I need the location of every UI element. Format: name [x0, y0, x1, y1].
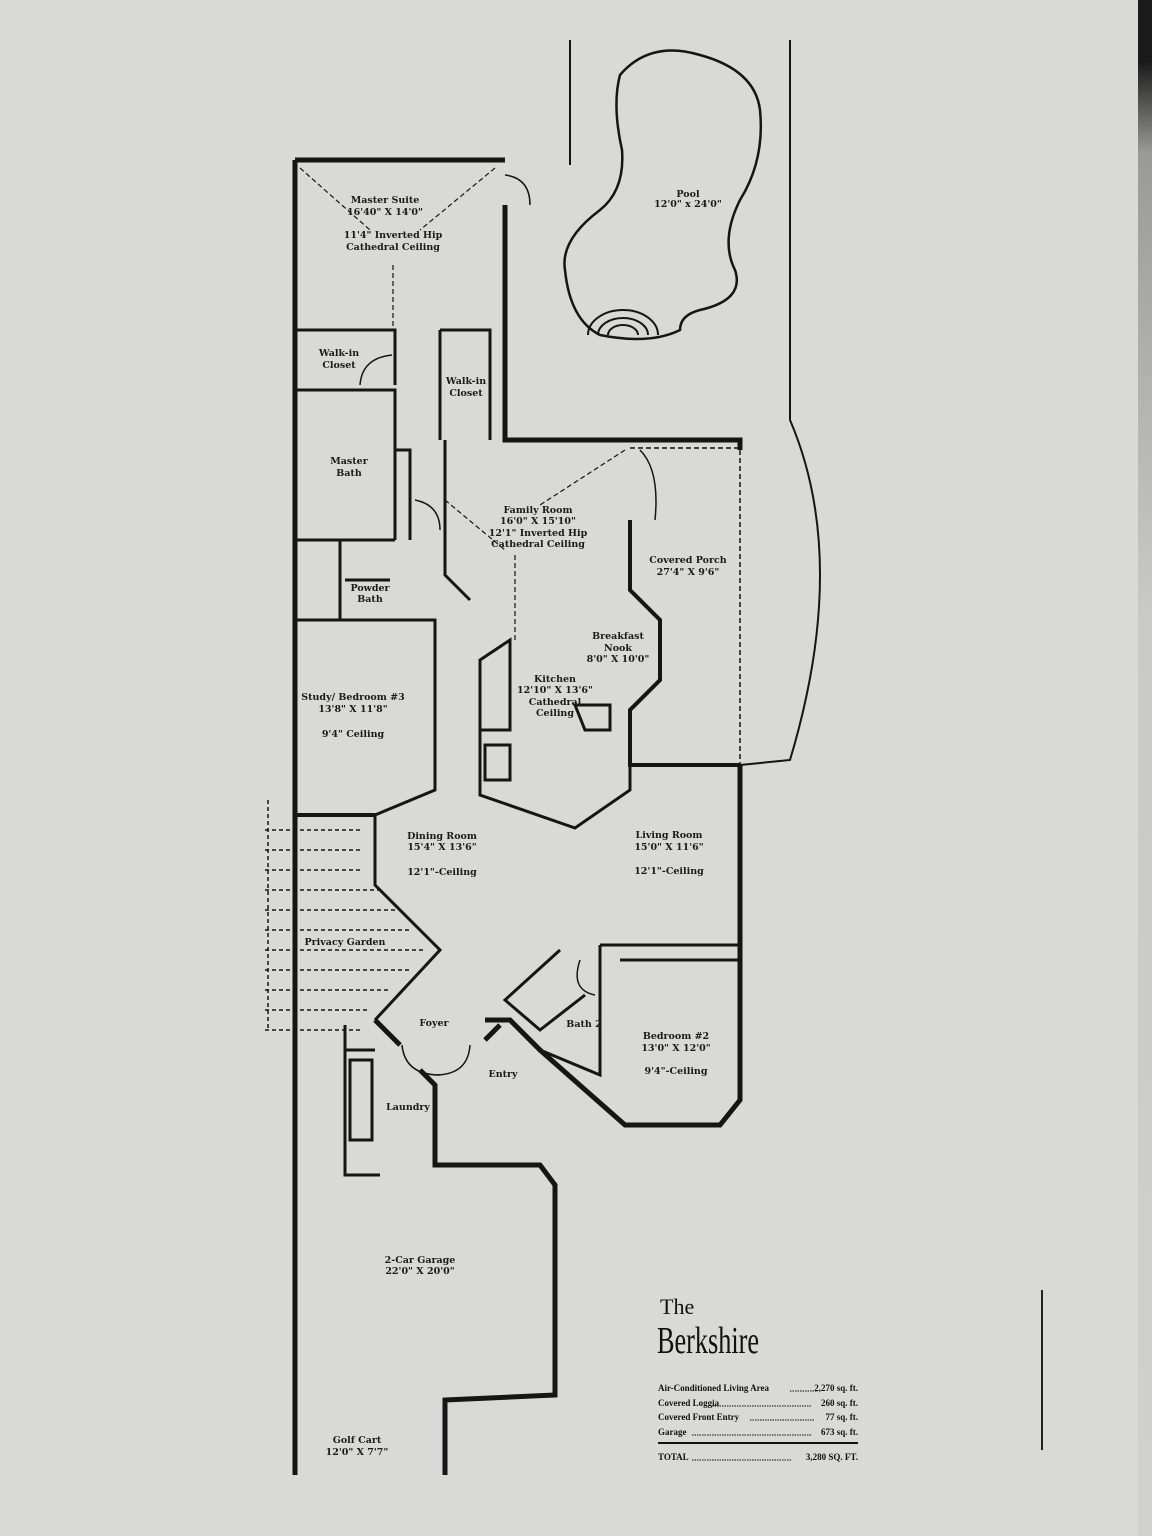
- family-room-wall: [443, 440, 472, 602]
- svg-text:Kitchen: Kitchen: [534, 674, 576, 685]
- svg-text:12'0" X 7'7": 12'0" X 7'7": [326, 1447, 389, 1458]
- master-bath-label: Master Bath: [330, 456, 368, 479]
- lot-line: [569, 40, 821, 766]
- svg-text:13'0" X 12'0": 13'0" X 12'0": [641, 1043, 710, 1054]
- svg-text:Cathedral: Cathedral: [529, 697, 582, 708]
- svg-text:260 sq. ft.: 260 sq. ft.: [821, 1398, 858, 1408]
- svg-text:Nook: Nook: [604, 643, 632, 654]
- powder-bath-label: Powder Bath: [350, 583, 390, 605]
- svg-text:Bath: Bath: [336, 468, 362, 479]
- privacy-garden-label: Privacy Garden: [305, 937, 386, 948]
- svg-text:12'1"-Ceiling: 12'1"-Ceiling: [634, 866, 704, 877]
- area-row: Air-Conditioned Living Area 2,270 sq. ft…: [658, 1383, 858, 1393]
- plan-logo: The Berkshire: [657, 1294, 759, 1362]
- svg-text:8'0" X 10'0": 8'0" X 10'0": [587, 654, 650, 665]
- svg-text:27'4" X 9'6": 27'4" X 9'6": [657, 567, 720, 578]
- study-bedroom-3-label: Study/ Bedroom #3 13'8" X 11'8" 9'4" Cei…: [301, 692, 404, 740]
- entry-label: Entry: [488, 1069, 518, 1080]
- svg-text:Bath: Bath: [357, 594, 383, 605]
- area-row: Garage 673 sq. ft.: [658, 1427, 858, 1437]
- svg-text:12'1"-Ceiling: 12'1"-Ceiling: [407, 867, 477, 878]
- svg-text:Powder: Powder: [350, 583, 390, 594]
- area-row: Covered Front Entry 77 sq. ft.: [658, 1412, 858, 1422]
- golf-cart-label: Golf Cart 12'0" X 7'7": [326, 1435, 389, 1458]
- svg-text:16'40" X 14'0": 16'40" X 14'0": [347, 207, 423, 218]
- svg-text:11'4" Inverted Hip: 11'4" Inverted Hip: [344, 230, 443, 241]
- svg-text:22'0" X 20'0": 22'0" X 20'0": [385, 1266, 454, 1277]
- total-row: TOTAL 3,280 SQ. FT.: [658, 1452, 858, 1462]
- svg-text:Master: Master: [330, 456, 368, 467]
- svg-text:3,280 SQ. FT.: 3,280 SQ. FT.: [806, 1452, 858, 1462]
- svg-text:The: The: [660, 1294, 694, 1319]
- svg-text:TOTAL: TOTAL: [658, 1452, 689, 1462]
- living-room-label: Living Room 15'0" X 11'6" 12'1"-Ceiling: [634, 830, 704, 877]
- family-room-label: Family Room 16'0" X 15'10" 12'1" Inverte…: [489, 505, 588, 550]
- svg-text:Closet: Closet: [449, 388, 483, 399]
- svg-text:Cathedral Ceiling: Cathedral Ceiling: [491, 539, 585, 550]
- svg-text:Berkshire: Berkshire: [657, 1320, 759, 1362]
- svg-text:Breakfast: Breakfast: [592, 631, 644, 642]
- ceiling-hip-lines: [299, 167, 626, 640]
- svg-text:Study/ Bedroom #3: Study/ Bedroom #3: [301, 692, 404, 703]
- svg-text:Dining Room: Dining Room: [407, 831, 477, 842]
- svg-text:Pool: Pool: [676, 189, 700, 200]
- svg-text:673 sq. ft.: 673 sq. ft.: [821, 1427, 858, 1437]
- breakfast-nook-label: Breakfast Nook 8'0" X 10'0": [587, 631, 650, 665]
- svg-text:Cathedral Ceiling: Cathedral Ceiling: [346, 242, 440, 253]
- svg-text:Ceiling: Ceiling: [536, 708, 574, 719]
- walk-in-closet-1-label: Walk-in Closet: [318, 348, 359, 371]
- svg-text:Bedroom #2: Bedroom #2: [643, 1031, 709, 1042]
- svg-text:Golf Cart: Golf Cart: [333, 1435, 382, 1446]
- pool-label: Pool 12'0" x 24'0": [654, 189, 722, 210]
- svg-text:12'10" X 13'6": 12'10" X 13'6": [517, 685, 593, 696]
- svg-text:Walk-in: Walk-in: [318, 348, 359, 359]
- foyer-label: Foyer: [419, 1018, 449, 1029]
- privacy-garden-hatch: [265, 800, 425, 1031]
- svg-text:12'0" x 24'0": 12'0" x 24'0": [654, 199, 722, 210]
- svg-text:Covered Front Entry: Covered Front Entry: [658, 1412, 740, 1422]
- svg-text:2,270 sq. ft.: 2,270 sq. ft.: [814, 1383, 858, 1393]
- kitchen-counter: [478, 637, 632, 830]
- svg-text:Family Room: Family Room: [503, 505, 572, 516]
- svg-text:Walk-in: Walk-in: [445, 376, 486, 387]
- svg-text:Air-Conditioned Living Area: Air-Conditioned Living Area: [658, 1383, 770, 1393]
- pool-steps: [587, 309, 659, 336]
- garage-label: 2-Car Garage 22'0" X 20'0": [385, 1255, 456, 1277]
- svg-text:12'1" Inverted Hip: 12'1" Inverted Hip: [489, 528, 588, 539]
- covered-porch-label: Covered Porch 27'4" X 9'6": [649, 555, 726, 578]
- svg-text:Living Room: Living Room: [636, 830, 703, 841]
- svg-text:77 sq. ft.: 77 sq. ft.: [825, 1412, 858, 1422]
- laundry-label: Laundry: [386, 1102, 430, 1113]
- porch-outline: [630, 447, 741, 765]
- bath-2-label: Bath 2: [566, 1019, 601, 1030]
- svg-text:9'4" Ceiling: 9'4" Ceiling: [322, 729, 385, 740]
- kitchen-label: Kitchen 12'10" X 13'6" Cathedral Ceiling: [517, 674, 593, 719]
- svg-text:15'4" X 13'6": 15'4" X 13'6": [407, 842, 476, 853]
- laundry-wall: [343, 1025, 380, 1177]
- pool-outline: [563, 49, 763, 341]
- bedroom-2-label: Bedroom #2 13'0" X 12'0" 9'4"-Ceiling: [641, 1031, 710, 1077]
- dining-room-label: Dining Room 15'4" X 13'6" 12'1"-Ceiling: [407, 831, 477, 878]
- master-suite-label: Master Suite 16'40" X 14'0" 11'4" Invert…: [344, 195, 443, 253]
- exterior-wall: [295, 157, 743, 1475]
- svg-text:15'0" X 11'6": 15'0" X 11'6": [634, 842, 703, 853]
- svg-text:Covered Loggia: Covered Loggia: [658, 1398, 720, 1408]
- walk-in-closet-2-label: Walk-in Closet: [445, 376, 486, 399]
- page-edge-shadow: [1138, 0, 1152, 1536]
- svg-text:Covered Porch: Covered Porch: [649, 555, 726, 566]
- area-table: Air-Conditioned Living Area 2,270 sq. ft…: [658, 1383, 858, 1462]
- door-swing: [359, 174, 657, 1076]
- svg-text:Garage: Garage: [658, 1427, 687, 1437]
- svg-text:Master Suite: Master Suite: [351, 195, 420, 206]
- interior-wall: [295, 328, 492, 1022]
- svg-text:16'0" X 15'10": 16'0" X 15'10": [500, 516, 576, 527]
- svg-text:Closet: Closet: [322, 360, 356, 371]
- svg-text:13'8" X 11'8": 13'8" X 11'8": [318, 704, 387, 715]
- bedroom-2-wall: [502, 943, 740, 1078]
- svg-text:9'4"-Ceiling: 9'4"-Ceiling: [644, 1066, 707, 1077]
- area-row: Covered Loggia 260 sq. ft.: [658, 1398, 858, 1408]
- svg-text:2-Car Garage: 2-Car Garage: [385, 1255, 456, 1266]
